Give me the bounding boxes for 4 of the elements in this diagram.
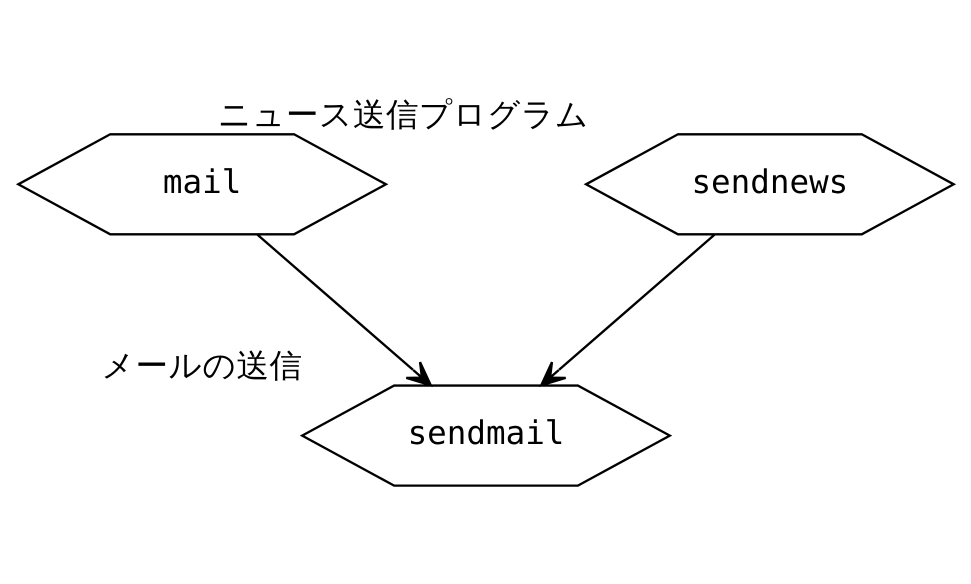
arrow [540, 233, 715, 386]
node-label: メールの送信 [101, 346, 302, 384]
arrow [256, 233, 432, 386]
node-label: ニュース送信プログラム [217, 94, 588, 133]
